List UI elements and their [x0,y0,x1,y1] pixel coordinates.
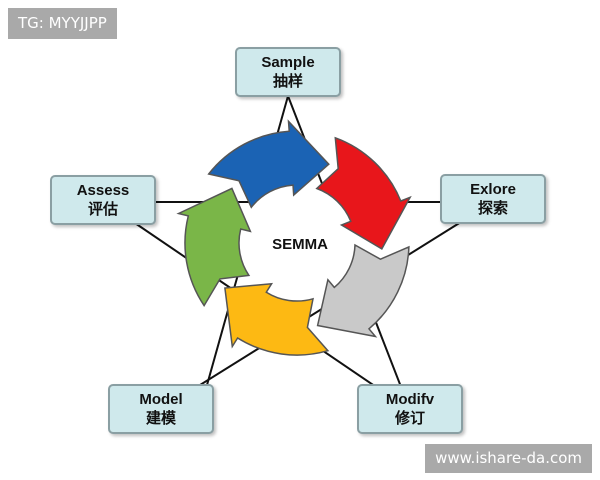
node-modify-en: Modifv [385,391,435,408]
node-explore: Exlore 探索 [440,174,546,224]
center-label: SEMMA [272,236,328,253]
node-modify: Modifv 修订 [357,384,463,434]
node-sample: Sample 抽样 [235,47,341,97]
tg-tag: TG: MYYJJPP [8,8,117,39]
node-modify-cn: 修订 [394,409,425,427]
node-model-cn: 建模 [145,409,176,427]
node-model: Model 建模 [108,384,214,434]
node-explore-cn: 探索 [477,199,508,217]
node-assess-en: Assess [76,182,130,199]
node-sample-en: Sample [261,54,315,71]
arrow-explore-to-modify [316,243,410,338]
center-disc [237,183,357,303]
node-explore-en: Exlore [470,181,516,198]
node-model-en: Model [139,391,183,408]
arrow-sample-to-explore [315,136,412,250]
watermark: www.ishare-da.com [425,444,592,473]
arrow-assess-to-sample [207,119,330,209]
node-assess-cn: 评估 [87,200,118,218]
node-assess: Assess 评估 [50,175,156,225]
arrow-modify-to-model [224,282,330,356]
arrow-model-to-assess [176,187,252,308]
node-sample-cn: 抽样 [272,72,303,90]
